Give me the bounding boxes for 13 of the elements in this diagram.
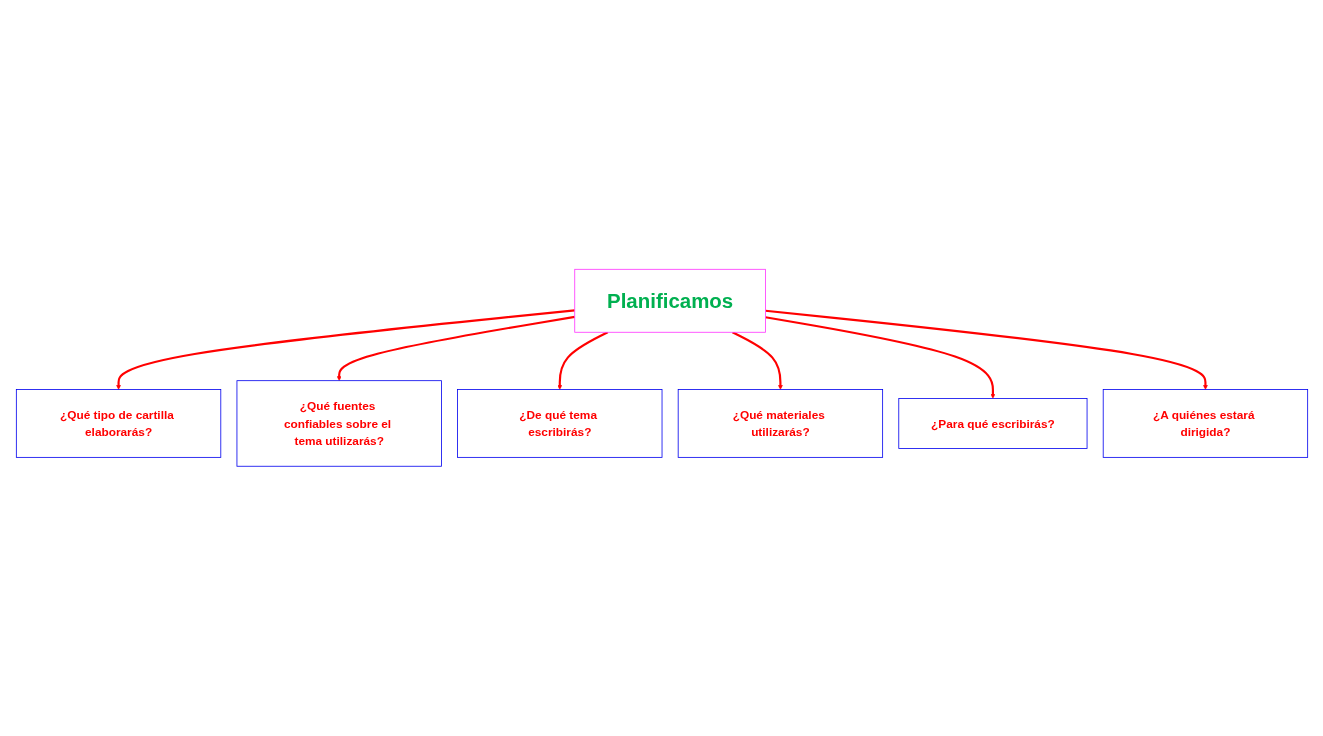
node-box: ¿Para qué escribirás? [897, 398, 1087, 450]
node-box: ¿Qué materiales utilizarás? [677, 389, 883, 458]
arrow [731, 331, 783, 390]
node-box: ¿De qué tema escribirás? [456, 389, 662, 458]
arrow [556, 331, 608, 390]
arrow [115, 309, 575, 390]
arrow [336, 316, 575, 382]
node-box: ¿Qué fuentes confiables sobre el tema utilizarás? [236, 380, 442, 467]
node-box: ¿Qué tipo de cartilla elaborarás? [15, 389, 221, 458]
arrow [764, 316, 995, 399]
node-box: ¿A quiénes estará dirigida? [1102, 389, 1308, 458]
arrow [764, 309, 1208, 390]
node-box: Planificamos [573, 269, 766, 333]
